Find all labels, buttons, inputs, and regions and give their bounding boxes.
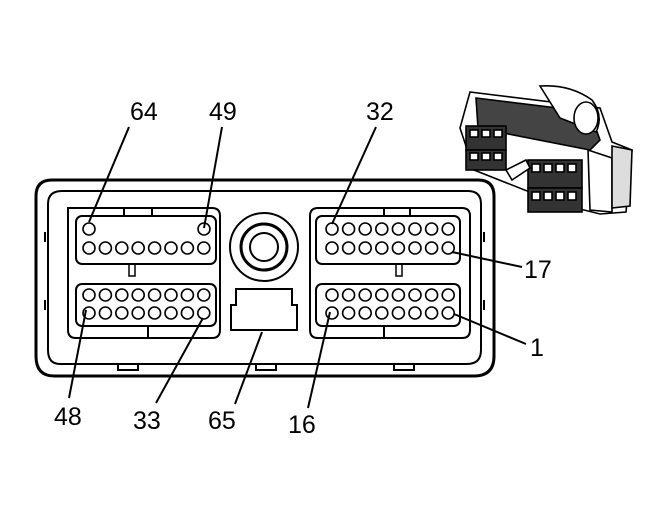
connector-inner-shell [47,190,482,365]
label-pin-48: 48 [54,403,82,431]
pin-cavity [325,241,339,255]
pin-cavity [358,222,373,236]
right-keyway [395,263,403,277]
pin-cavity [98,306,113,320]
pin-cavity [325,222,339,236]
right-pin-cavity [309,207,471,339]
pin-cavity [82,222,96,236]
pin-cavity [441,288,456,302]
pin-cavity [98,241,113,255]
leader-line-49 [203,126,223,229]
leader-line-64 [88,126,130,223]
pin-cavity [424,241,439,255]
pin-cavity [391,222,406,236]
pin-cavity [341,241,356,255]
connector-face [34,178,496,378]
connector-3d-inset [459,84,633,215]
pin-cavity [374,288,389,302]
leader-line-32 [331,126,377,225]
center-post [229,212,299,282]
left-pin-cavity [67,207,221,339]
pin-cavity [164,241,178,255]
pin-cavity [424,306,439,320]
pin-cavity [391,306,406,320]
pin-cavity [374,306,389,320]
bottom-foot [255,363,277,371]
pin-cavity [441,222,456,236]
label-pin-1: 1 [530,334,544,362]
pin-cavity [115,288,129,302]
pin-cavity [82,241,96,255]
pin-cavity [115,241,129,255]
label-pin-33: 33 [133,407,161,435]
label-pin-32: 32 [366,98,394,126]
pin-cavity [82,288,96,302]
pin-cavity [341,222,356,236]
label-pin-64: 64 [130,98,158,126]
leader-line-65 [234,331,263,405]
pin-cavity [164,306,178,320]
pin-cavity [147,306,162,320]
leader-line-1 [453,313,527,345]
left-keyway [128,263,136,277]
leader-line-16 [307,311,331,409]
pin-cavity [408,241,422,255]
pin-cavity [358,306,373,320]
label-pin-17: 17 [524,256,552,284]
pin-cavity [441,306,456,320]
pin-cavity [391,241,406,255]
label-pin-65: 65 [208,407,236,435]
pin-cavity [374,222,389,236]
leader-line-48 [68,309,87,399]
pin-cavity [441,241,456,255]
pin-cavity [147,288,162,302]
pin-cavity [358,241,373,255]
pin-cavity [391,288,406,302]
pin-cavity [180,288,195,302]
pin-cavity [180,306,195,320]
pin-cavity [131,241,145,255]
pin-cavity [115,306,129,320]
pin-cavity [131,306,145,320]
pin-cavity [147,241,162,255]
pin-array [82,222,456,320]
pin-labels: 64 49 32 17 1 48 33 65 16 [54,98,552,439]
pin-cavity [424,288,439,302]
label-pin-49: 49 [209,98,237,126]
pin-cavity [408,288,422,302]
pin-cavity [98,288,113,302]
pin-cavity [325,288,339,302]
pin-block-upper-left [75,207,217,265]
pin-cavity [164,288,178,302]
pin-cavity [180,241,195,255]
pin-cavity [358,288,373,302]
pin-65-terminal [230,288,298,331]
leader-line-33 [155,317,204,404]
pin-block-upper-right [315,207,461,265]
pin-cavity [341,306,356,320]
pin-cavity [408,222,422,236]
label-pin-16: 16 [288,411,316,439]
pin-cavity [131,288,145,302]
pin-cavity [197,306,211,320]
pin-cavity [424,222,439,236]
pin-cavity [197,288,211,302]
bottom-foot [117,363,139,371]
leader-line-17 [451,251,523,268]
pin-cavity [408,306,422,320]
pin-cavity [197,241,211,255]
bottom-foot [393,363,415,371]
pin-cavity [341,288,356,302]
leader-lines [68,126,527,409]
pin-cavity [374,241,389,255]
